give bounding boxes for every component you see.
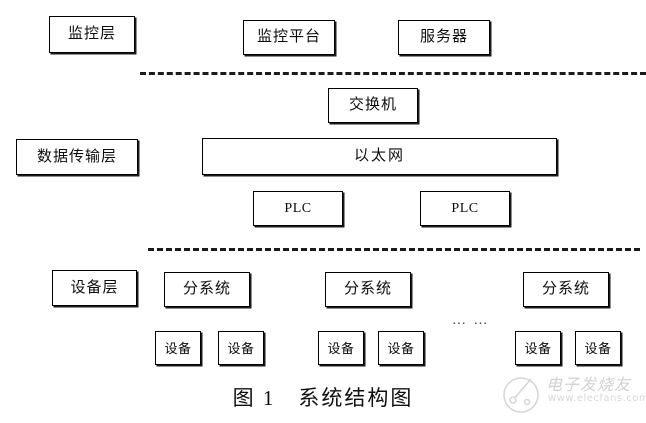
layer-label-monitoring: 监控层 [49, 16, 135, 53]
divider-monitoring-transmission [140, 72, 646, 75]
divider-transmission-device [148, 248, 640, 251]
node-equipment-1a: 设备 [155, 331, 201, 365]
node-equipment-2a: 设备 [318, 331, 364, 365]
node-monitoring-platform: 监控平台 [243, 20, 335, 55]
layer-label-transmission: 数据传输层 [16, 139, 138, 175]
node-equipment-1b: 设备 [218, 331, 264, 365]
node-equipment-3b: 设备 [575, 331, 621, 365]
ellipsis-marker: … … [452, 313, 490, 328]
node-subsystem-2: 分系统 [325, 272, 411, 307]
node-subsystem-3: 分系统 [523, 272, 609, 307]
node-ethernet: 以太网 [202, 138, 557, 175]
node-equipment-2b: 设备 [378, 331, 424, 365]
node-plc-2: PLC [420, 191, 510, 226]
figure-caption: 图 1 系统结构图 [232, 386, 414, 410]
layer-label-device: 设备层 [52, 270, 137, 306]
node-server: 服务器 [398, 20, 490, 55]
node-switch: 交换机 [328, 88, 418, 123]
node-plc-1: PLC [253, 191, 343, 226]
node-equipment-3a: 设备 [515, 331, 561, 365]
node-subsystem-1: 分系统 [164, 272, 250, 307]
